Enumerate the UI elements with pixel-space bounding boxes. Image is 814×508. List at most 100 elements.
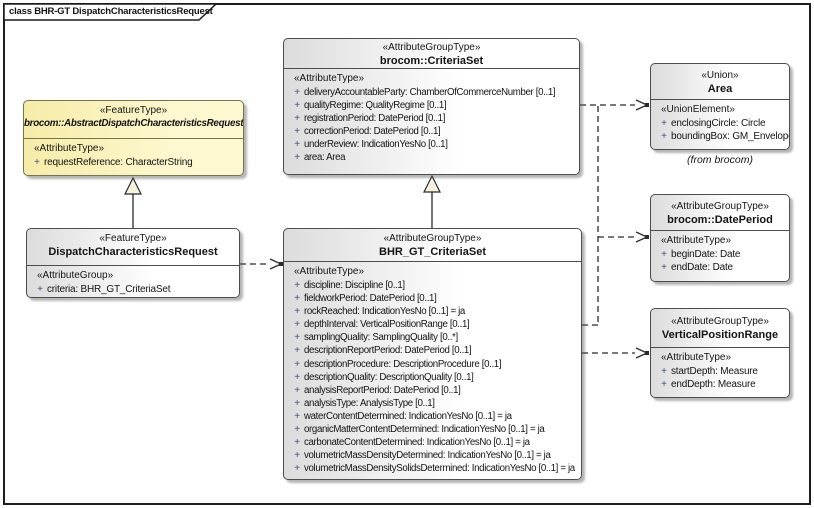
attribute-compartment: «AttributeType» + deliveryAccountablePar… [284,69,579,165]
attribute-text: requestReference: CharacterString [44,157,193,168]
attribute-text: descriptionReportPeriod: DatePeriod [0..… [304,345,472,357]
attribute-text: analysisType: AnalysisType [0..1] [304,397,435,409]
attribute-row: + registrationPeriod: DatePeriod [0..1] [290,112,575,125]
visibility-marker: + [294,306,300,318]
dependency-dispatchrequest-to-bhrgt[interactable] [240,258,283,270]
attribute-row: + samplingQuality: SamplingQuality [0..*… [290,331,577,344]
class-name: BHR_GT_CriteriaSet [379,246,486,258]
visibility-marker: + [294,139,300,151]
attribute-row: + startDepth: Measure [657,365,785,378]
attribute-compartment: «AttributeType» + startDepth: Measure + … [651,348,789,391]
class-header: «AttributeGroupType» brocom::CriteriaSet [284,39,579,69]
attribute-text: enclosingCircle: Circle [671,118,766,129]
attribute-row: + descriptionReportPeriod: DatePeriod [0… [290,344,577,357]
attribute-text: discipline: Discipline [0..1] [304,280,405,291]
visibility-marker: + [294,152,300,164]
class-bhr-gt-criteriaset[interactable]: «AttributeGroupType» BHR_GT_CriteriaSet … [283,228,582,480]
visibility-marker: + [294,113,300,125]
attribute-text: samplingQuality: SamplingQuality [0..*] [304,332,458,344]
class-brocom-criteriaset[interactable]: «AttributeGroupType» brocom::CriteriaSet… [283,38,580,175]
stereotype-label: «FeatureType» [99,233,167,244]
attribute-text: underReview: IndicationYesNo [0..1] [304,139,448,151]
class-name: VerticalPositionRange [661,329,779,341]
attribute-text: volumetricMassDensitySolidsDetermined: I… [304,463,575,475]
generalization-dispatchrequest-to-abstract[interactable] [124,176,142,228]
attribute-row: + endDepth: Measure [657,378,785,391]
class-header: «AttributeGroupType» VerticalPositionRan… [651,309,789,348]
stereotype-label: «FeatureType» [99,105,168,116]
attribute-text: analysisReportPeriod: DatePeriod [0..1] [304,384,461,396]
class-header: «FeatureType» brocom::AbstractDispatchCh… [24,101,243,139]
visibility-marker: + [294,410,300,422]
visibility-marker: + [294,437,300,449]
dependency-criteriaset-to-area[interactable] [580,99,649,111]
section-label: «AttributeGroup» [37,270,114,281]
visibility-marker: + [294,450,300,462]
attribute-compartment: «AttributeType» + requestReference: Char… [24,139,243,169]
attribute-text: depthInterval: VerticalPositionRange [0.… [304,319,470,331]
attribute-row: + endDate: Date [657,261,785,274]
visibility-marker: + [294,371,300,383]
class-verticalpositionrange[interactable]: «AttributeGroupType» VerticalPositionRan… [650,308,790,398]
attribute-row: + organicMatterContentDetermined: Indica… [290,423,577,436]
stereotype-label: «AttributeGroupType» [671,201,769,212]
visibility-marker: + [294,87,300,98]
class-header: «AttributeGroupType» BHR_GT_CriteriaSet [284,229,581,262]
attribute-text: qualityRegime: QualityRegime [0..1] [304,100,447,112]
class-name: brocom::CriteriaSet [379,55,484,67]
attribute-text: beginDate: Date [671,249,741,260]
class-abstract-dispatch-characteristics-request[interactable]: «FeatureType» brocom::AbstractDispatchCh… [23,100,244,176]
section-label: «AttributeType» [294,73,365,84]
class-name: DispatchCharacteristicsRequest [48,246,218,258]
attribute-row: + volumetricMassDensitySolidsDetermined:… [290,462,577,475]
visibility-marker: + [294,397,300,409]
dependency-bhrgt-to-verticalpositionrange[interactable] [582,347,649,359]
attribute-row: + enclosingCircle: Circle [657,117,785,130]
class-dispatch-characteristics-request[interactable]: «FeatureType» DispatchCharacteristicsReq… [26,228,240,298]
attribute-text: startDepth: Measure [671,366,758,377]
attribute-row: + descriptionProcedure: DescriptionProce… [290,358,577,371]
attribute-text: deliveryAccountableParty: ChamberOfComme… [304,87,556,98]
attribute-compartment: «AttributeGroup» + criteria: BHR_GT_Crit… [27,266,239,296]
attribute-row: + discipline: Discipline [0..1] [290,279,577,292]
attribute-compartment: «AttributeType» + beginDate: Date + endD… [651,231,789,274]
visibility-marker: + [37,284,43,295]
attribute-text: criteria: BHR_GT_CriteriaSet [47,284,171,295]
visibility-marker: + [661,118,667,129]
attribute-row: + qualityRegime: QualityRegime [0..1] [290,99,575,112]
visibility-marker: + [294,280,300,291]
attribute-row: + correctionPeriod: DatePeriod [0..1] [290,125,575,138]
class-area[interactable]: «Union» Area «UnionElement» + enclosingC… [650,63,790,150]
visibility-marker: + [294,332,300,344]
dependency-bhrgt-trunk[interactable] [582,106,599,326]
generalization-bhrgt-to-criteriaset[interactable] [423,174,441,228]
visibility-marker: + [294,100,300,112]
attribute-row: + fieldworkPeriod: DatePeriod [0..1] [290,292,577,305]
section-label: «UnionElement» [661,104,735,115]
dependency-to-dateperiod[interactable] [598,231,649,243]
section-label: «AttributeType» [34,143,105,154]
attribute-row: + underReview: IndicationYesNo [0..1] [290,138,575,151]
visibility-marker: + [661,366,667,377]
attribute-text: fieldworkPeriod: DatePeriod [0..1] [304,293,437,305]
attribute-text: rockReached: IndicationYesNo [0..1] = ja [304,306,465,318]
attribute-row: + criteria: BHR_GT_CriteriaSet [33,283,235,296]
attribute-text: carbonateContentDetermined: IndicationYe… [304,437,530,449]
stereotype-label: «Union» [701,70,739,81]
visibility-marker: + [294,345,300,357]
attribute-row: + carbonateContentDetermined: Indication… [290,436,577,449]
stereotype-label: «AttributeGroupType» [671,316,769,327]
area-origin-note: (from brocom) [687,154,753,166]
attribute-text: descriptionProcedure: DescriptionProcedu… [304,358,502,370]
attribute-text: waterContentDetermined: IndicationYesNo … [304,410,512,422]
visibility-marker: + [294,463,300,475]
attribute-compartment: «UnionElement» + enclosingCircle: Circle… [651,100,789,143]
class-header: «FeatureType» DispatchCharacteristicsReq… [27,229,239,266]
attribute-row: + beginDate: Date [657,248,785,261]
attribute-row: + analysisReportPeriod: DatePeriod [0..1… [290,384,577,397]
attribute-text: area: Area [304,152,346,164]
class-brocom-dateperiod[interactable]: «AttributeGroupType» brocom::DatePeriod … [650,194,790,282]
attribute-text: registrationPeriod: DatePeriod [0..1] [304,113,446,125]
attribute-text: organicMatterContentDetermined: Indicati… [304,424,545,436]
visibility-marker: + [294,384,300,396]
